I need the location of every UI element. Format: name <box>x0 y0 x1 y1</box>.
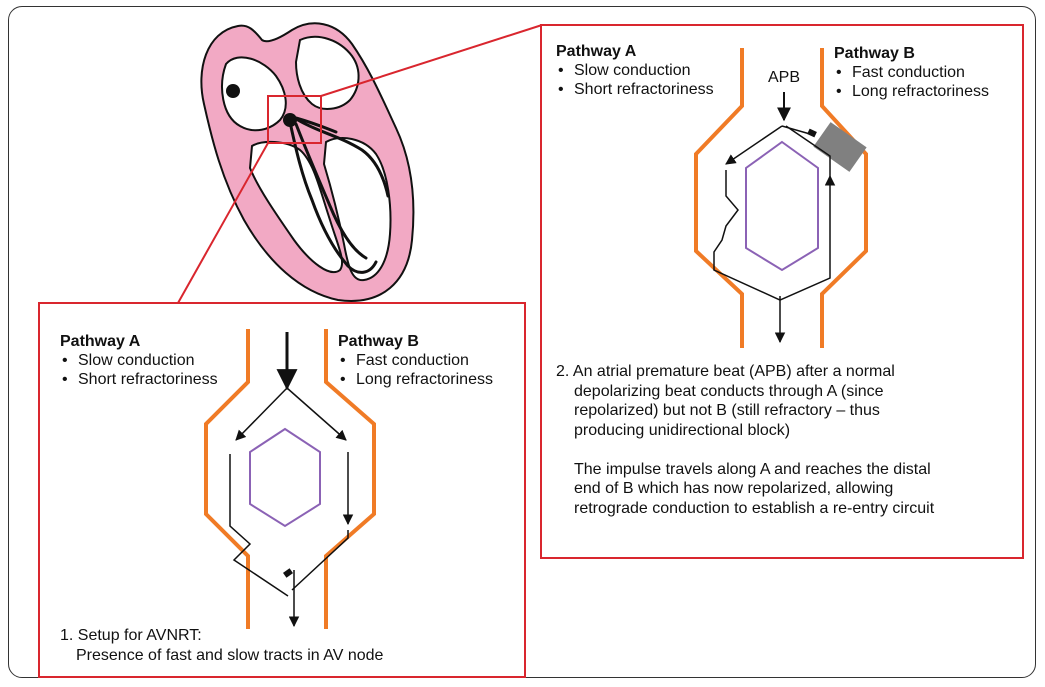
panel2-caption: 2. An atrial premature beat (APB) after … <box>556 362 934 518</box>
pathway-a-bullet-1: Slow conduction <box>60 351 218 370</box>
caption-line: 2. An atrial premature beat (APB) after … <box>556 362 934 382</box>
caption-line: Presence of fast and slow tracts in AV n… <box>60 646 383 666</box>
pathway-b-bullet-1: Fast conduction <box>338 351 493 370</box>
sa-node-dot <box>226 84 240 98</box>
pathway-b-bullet-2: Long refractoriness <box>834 82 989 101</box>
panel-apb: Pathway A Slow conduction Short refracto… <box>540 24 1024 559</box>
caption-line: end of B which has now repolarized, allo… <box>556 479 934 499</box>
caption-line: producing unidirectional block) <box>556 421 934 441</box>
pathway-a-bullet-2: Short refractoriness <box>60 370 218 389</box>
caption-line: repolarized) but not B (still refractory… <box>556 401 934 421</box>
pathway-b-title: Pathway B <box>834 45 915 62</box>
pathway-b-bullet-2: Long refractoriness <box>338 370 493 389</box>
pathway-a-title: Pathway A <box>556 43 636 60</box>
caption-line: The impulse travels along A and reaches … <box>556 460 934 480</box>
block-marker <box>283 568 293 578</box>
pathway-b-title: Pathway B <box>338 333 419 350</box>
panel1-caption: 1. Setup for AVNRT: Presence of fast and… <box>60 626 383 665</box>
refractory-block <box>813 122 866 172</box>
pathway-a-bullet-2: Short refractoriness <box>556 80 714 99</box>
caption-line: depolarizing beat conducts through A (si… <box>556 382 934 402</box>
pathway-a-title: Pathway A <box>60 333 140 350</box>
caption-line: 1. Setup for AVNRT: <box>60 626 383 646</box>
central-node <box>746 142 818 270</box>
caption-line: retrograde conduction to establish a re-… <box>556 499 934 519</box>
block-marker <box>807 129 817 138</box>
pathway-a-block: Pathway A Slow conduction Short refracto… <box>60 332 218 389</box>
panel-setup: Pathway A Slow conduction Short refracto… <box>38 302 526 678</box>
pathway-a-block: Pathway A Slow conduction Short refracto… <box>556 42 714 99</box>
pathway-a-bullet-1: Slow conduction <box>556 61 714 80</box>
pathway-b-block: Pathway B Fast conduction Long refractor… <box>338 332 493 389</box>
pathway-b-bullet-1: Fast conduction <box>834 63 989 82</box>
pathway-b-block: Pathway B Fast conduction Long refractor… <box>834 44 989 101</box>
apb-label: APB <box>768 68 800 87</box>
central-node <box>250 429 320 526</box>
av-node-dot <box>283 113 297 127</box>
